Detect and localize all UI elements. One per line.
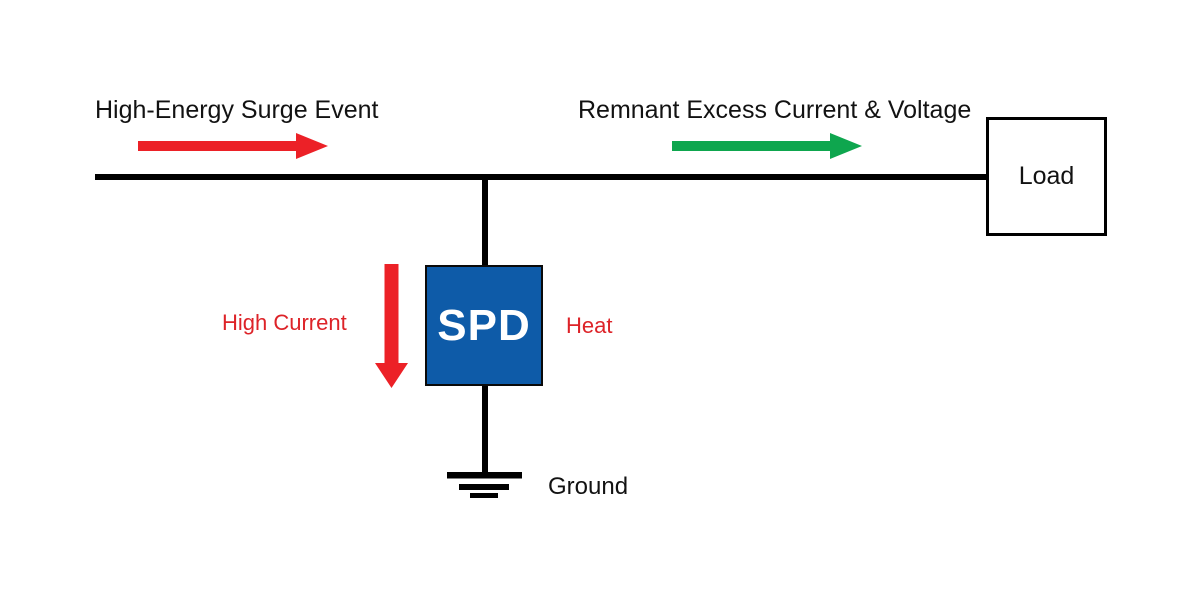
- spd-branch-wire: [482, 178, 488, 265]
- spd-box: SPD: [425, 265, 543, 386]
- ground-label: Ground: [548, 473, 629, 500]
- high-current-label: High Current: [222, 310, 347, 335]
- power-bus-line: [95, 174, 986, 180]
- surge-arrow-icon: [138, 133, 328, 159]
- remnant-label: Remnant Excess Current & Voltage: [578, 96, 972, 124]
- surge-event-label: High-Energy Surge Event: [95, 96, 379, 124]
- ground-icon: [447, 472, 522, 498]
- remnant-arrow-icon: [672, 133, 862, 159]
- high-current-arrow-icon: [375, 264, 408, 388]
- heat-label: Heat: [566, 313, 613, 338]
- load-box: Load: [986, 117, 1107, 236]
- spd-ground-wire: [482, 385, 488, 474]
- load-label: Load: [1018, 162, 1075, 190]
- spd-label: SPD: [437, 300, 531, 350]
